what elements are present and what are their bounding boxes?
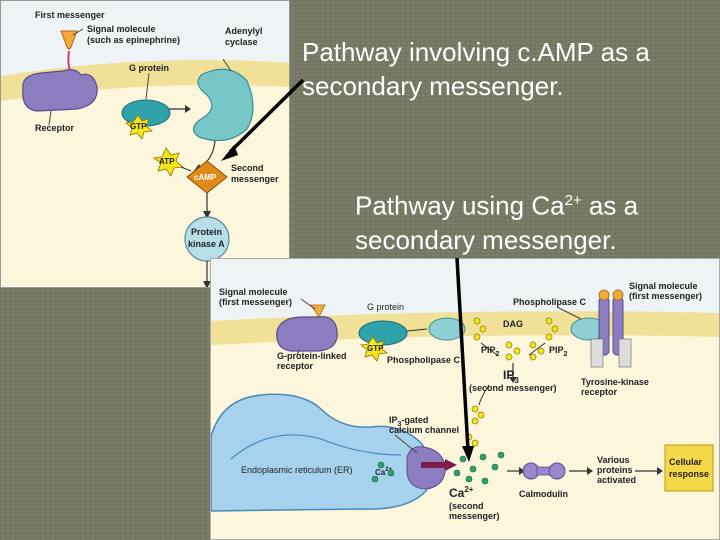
dag-label: DAG bbox=[503, 319, 523, 329]
pip2-molecules bbox=[473, 317, 559, 361]
ca-second-messenger-big-label: Ca2+ bbox=[449, 485, 474, 500]
camp-label: cAMP bbox=[194, 173, 217, 182]
calmodulin-label: Calmodulin bbox=[519, 489, 568, 499]
calmodulin-shape bbox=[522, 462, 566, 480]
second-label: Second bbox=[231, 163, 264, 173]
heading-camp-pathway: Pathway involving c.AMP as a secondary m… bbox=[302, 37, 650, 101]
cellular-response-box bbox=[664, 444, 714, 492]
ip3-second-messenger-label: (second messenger) bbox=[469, 383, 557, 393]
gtp-ca-label: GTP bbox=[367, 344, 384, 353]
first-messenger-right-label: (first messenger) bbox=[629, 291, 702, 301]
proteins-label: proteins bbox=[597, 465, 633, 475]
phospholipase-c-upper-label: Phospholipase C bbox=[513, 297, 587, 307]
various-label: Various bbox=[597, 455, 630, 465]
g-protein-linked-receptor-shape bbox=[276, 316, 338, 352]
gtp-ca-star bbox=[360, 336, 388, 362]
cyclase-label: cyclase bbox=[225, 37, 258, 47]
kinase-a-label: kinase A bbox=[188, 239, 225, 249]
g-protein-linked-label: G-protein-linked bbox=[277, 351, 347, 361]
gtp-star bbox=[125, 114, 153, 140]
g-protein-label: G protein bbox=[129, 63, 169, 73]
g-protein-ca-label: G protein bbox=[367, 302, 404, 312]
pip2-right-label: PIP2 bbox=[549, 345, 568, 358]
heading-calcium-pathway: Pathway using Ca2+ as a secondary messen… bbox=[355, 190, 639, 255]
calcium-pathway-diagram: Signal molecule (first messenger) G prot… bbox=[210, 258, 720, 540]
calcium-pathway-svg: Signal molecule (first messenger) G prot… bbox=[211, 259, 719, 539]
activated-label: activated bbox=[597, 475, 636, 485]
first-messenger-left-label: (first messenger) bbox=[219, 297, 292, 307]
ca-second-label: (second bbox=[449, 501, 484, 511]
signal-molecule-label: Signal molecule bbox=[87, 24, 156, 34]
messenger-label: messenger bbox=[231, 174, 279, 184]
phospholipase-c-lower-label: Phospholipase C bbox=[387, 355, 461, 365]
atp-star bbox=[152, 147, 184, 177]
gtp-label: GTP bbox=[130, 122, 147, 131]
ip3-gated-label: IP3-gated bbox=[389, 415, 428, 428]
receptor-label: Receptor bbox=[35, 123, 75, 133]
camp-pathway-diagram: First messenger Signal molecule (such as… bbox=[0, 0, 290, 288]
signal-molecule-right-label: Signal molecule bbox=[629, 281, 698, 291]
response-label: response bbox=[669, 469, 709, 479]
pip2-left-label: PIP2 bbox=[481, 345, 500, 358]
ca-er-label: Ca2+ bbox=[375, 467, 393, 477]
er-label: Endoplasmic reticulum (ER) bbox=[241, 465, 353, 475]
receptor-shape bbox=[22, 69, 98, 112]
signal-molecule-example-label: (such as epinephrine) bbox=[87, 35, 180, 45]
ca-messenger-label: messenger) bbox=[449, 511, 500, 521]
signal-molecule-shape bbox=[60, 30, 78, 50]
adenylyl-label: Adenylyl bbox=[225, 26, 263, 36]
tyrosine-receptor-label: receptor bbox=[581, 387, 618, 397]
first-messenger-label: First messenger bbox=[35, 10, 105, 20]
g-protein-ca-shape bbox=[358, 320, 408, 346]
tyrosine-kinase-label: Tyrosine-kinase bbox=[581, 377, 649, 387]
tyrosine-kinase-receptor-shape bbox=[590, 289, 632, 368]
calcium-channel-label: calcium channel bbox=[389, 425, 459, 435]
signal-molecule-left-label: Signal molecule bbox=[219, 287, 288, 297]
receptor-ca-label: receptor bbox=[277, 361, 314, 371]
camp-pathway-svg: First messenger Signal molecule (such as… bbox=[1, 1, 289, 287]
ip3-label: IP3 bbox=[503, 368, 519, 385]
atp-label: ATP bbox=[159, 157, 175, 166]
cellular-label: Cellular bbox=[669, 457, 703, 467]
signal-molecule-left-shape bbox=[310, 304, 326, 318]
phospholipase-c-left-shape bbox=[428, 317, 466, 341]
protein-label: Protein bbox=[191, 227, 222, 237]
